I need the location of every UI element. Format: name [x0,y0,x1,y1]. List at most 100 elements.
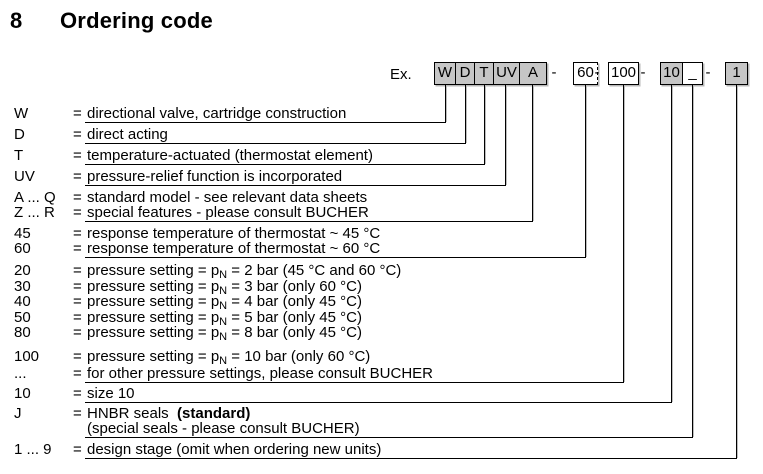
connector-hline-10 [85,402,672,403]
equals-sign: = [73,168,82,185]
description-segment: pressure setting = p [87,293,220,310]
row-description: special features - please consult BUCHER [87,205,369,221]
connector-hline-W [85,122,446,123]
subscript-text: N [219,331,228,343]
dash-separator-1: - [551,64,557,81]
row-description: pressure setting = pN = 2 bar (45 °C and… [87,263,401,283]
subscript-text: N [219,355,228,367]
code-box-10: 10 [660,62,683,85]
subscript-text: N [219,316,228,328]
dash-separator-3: - [640,64,646,81]
equals-sign: = [73,204,82,221]
equals-sign: = [73,225,82,242]
description-segment: special features - please consult BUCHER [87,204,369,221]
row-description: response temperature of thermostat ~ 60 … [87,241,380,257]
code-box-60: 60 [573,62,598,85]
row-description: directional valve, cartridge constructio… [87,106,346,122]
row-description: pressure setting = pN = 10 bar (only 60 … [87,349,370,369]
equals-sign: = [73,324,82,341]
description-segment: pressure setting = p [87,278,220,295]
row-description: direct acting [87,127,168,143]
description-segment: directional valve, cartridge constructio… [87,105,347,122]
equals-sign: = [73,126,82,143]
row-description: temperature-actuated (thermostat element… [87,148,373,164]
row-description: pressure-relief function is incorporated [87,169,342,185]
row-code: ... [14,365,27,382]
equals-sign: = [73,385,82,402]
description-segment: pressure setting = p [87,324,220,341]
row-code: 50 [14,309,31,326]
code-box-T: T [474,62,494,85]
equals-sign: = [73,147,82,164]
row-code: A ... Q [14,189,56,206]
equals-sign: = [73,278,82,295]
equals-sign: = [73,262,82,279]
code-box-W: W [434,62,456,85]
row-description: pressure setting = pN = 5 bar (only 45 °… [87,310,362,330]
connector-hline-_ [85,437,693,438]
row-code: 60 [14,240,31,257]
subscript-text: N [219,300,228,312]
connector-hline-A [85,221,533,222]
code-box-100: 100 [608,62,639,85]
description-segment: pressure-relief function is incorporated [87,168,343,185]
connector-vline-_ [692,85,693,437]
description-segment: response temperature of thermostat ~ 45 … [87,225,381,242]
example-label: Ex. [390,66,412,83]
row-description: response temperature of thermostat ~ 45 … [87,226,380,242]
description-segment: design stage (omit when ordering new uni… [87,441,382,458]
connector-vline-60 [585,85,586,257]
connector-vline-W [445,85,446,122]
description-segment: standard model - see relevant data sheet… [87,189,368,206]
equals-sign: = [73,441,82,458]
connector-vline-D [465,85,466,143]
code-box-A: A [519,62,547,85]
row-description: design stage (omit when ordering new uni… [87,442,381,458]
code-box-UV: UV [493,62,520,85]
description-segment: temperature-actuated (thermostat element… [87,147,373,164]
code-box-_: _ [682,62,703,85]
equals-sign: = [73,309,82,326]
description-segment: size 10 [87,385,135,402]
description-segment: (standard) [177,405,251,422]
description-segment: for other pressure settings, please cons… [87,365,433,382]
description-segment: = 2 bar (45 °C and 60 °C) [227,262,402,279]
description-segment: pressure setting = p [87,348,220,365]
page-title: Ordering code [60,8,213,33]
connector-vline-100 [623,85,624,382]
connector-vline-10 [671,85,672,402]
row-code: 100 [14,348,40,365]
dash-separator-4: - [705,64,711,81]
row-code: 30 [14,278,31,295]
connector-hline-60 [85,257,586,258]
description-segment: = 4 bar (only 45 °C) [227,293,362,310]
subscript-text: N [219,285,228,297]
equals-sign: = [73,348,82,365]
equals-sign: = [73,105,82,122]
connector-vline-UV [505,85,506,185]
row-code: 10 [14,385,31,402]
equals-sign: = [73,405,82,422]
connector-vline-T [484,85,485,164]
row-code: 1 ... 9 [14,441,52,458]
description-segment: HNBR seals [87,405,178,422]
row-code: UV [14,168,35,185]
description-segment: response temperature of thermostat ~ 60 … [87,240,381,257]
code-box-1: 1 [725,62,748,85]
row-code: T [14,147,24,164]
connector-hline-D [85,143,466,144]
row-code: 40 [14,293,31,310]
equals-sign: = [73,189,82,206]
description-segment: = 5 bar (only 45 °C) [227,309,362,326]
row-description: standard model - see relevant data sheet… [87,190,367,206]
connector-hline-T [85,164,485,165]
equals-sign: = [73,293,82,310]
row-description-line2: (special seals - please consult BUCHER) [87,421,360,437]
equals-sign: = [73,365,82,382]
row-description: HNBR seals (standard) [87,406,250,422]
row-code: 20 [14,262,31,279]
code-box-D: D [455,62,475,85]
row-description: for other pressure settings, please cons… [87,366,433,382]
description-segment: (special seals - please consult BUCHER) [87,420,360,437]
